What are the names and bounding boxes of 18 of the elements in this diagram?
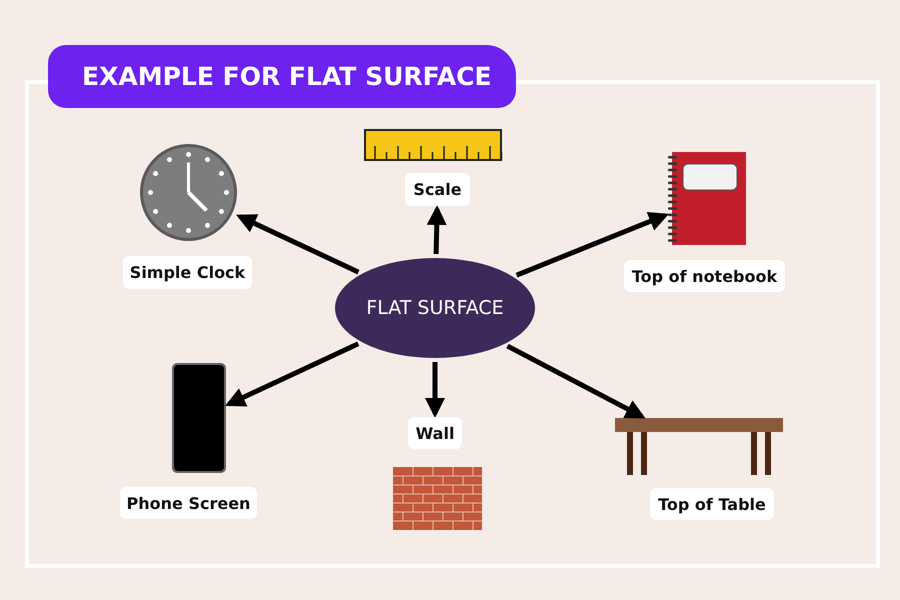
label-tag: Phone Screen <box>120 487 257 519</box>
label-tag: Simple Clock <box>123 256 252 289</box>
arrow <box>425 362 445 418</box>
label-tag: Top of Table <box>650 488 774 520</box>
center-ellipse: FLAT SURFACE <box>335 258 535 358</box>
picture <box>615 418 783 475</box>
picture <box>668 152 746 245</box>
arrow <box>426 205 447 254</box>
label-tag: Scale <box>405 173 470 206</box>
arrow <box>236 214 360 274</box>
label-tag: Top of notebook <box>624 260 785 292</box>
arrow <box>516 212 669 278</box>
arrow <box>225 342 360 406</box>
picture <box>140 144 237 241</box>
label-tag: Wall <box>408 417 462 449</box>
title-banner: EXAMPLE FOR FLAT SURFACE <box>48 45 516 108</box>
arrow <box>506 344 646 419</box>
picture <box>172 363 226 473</box>
